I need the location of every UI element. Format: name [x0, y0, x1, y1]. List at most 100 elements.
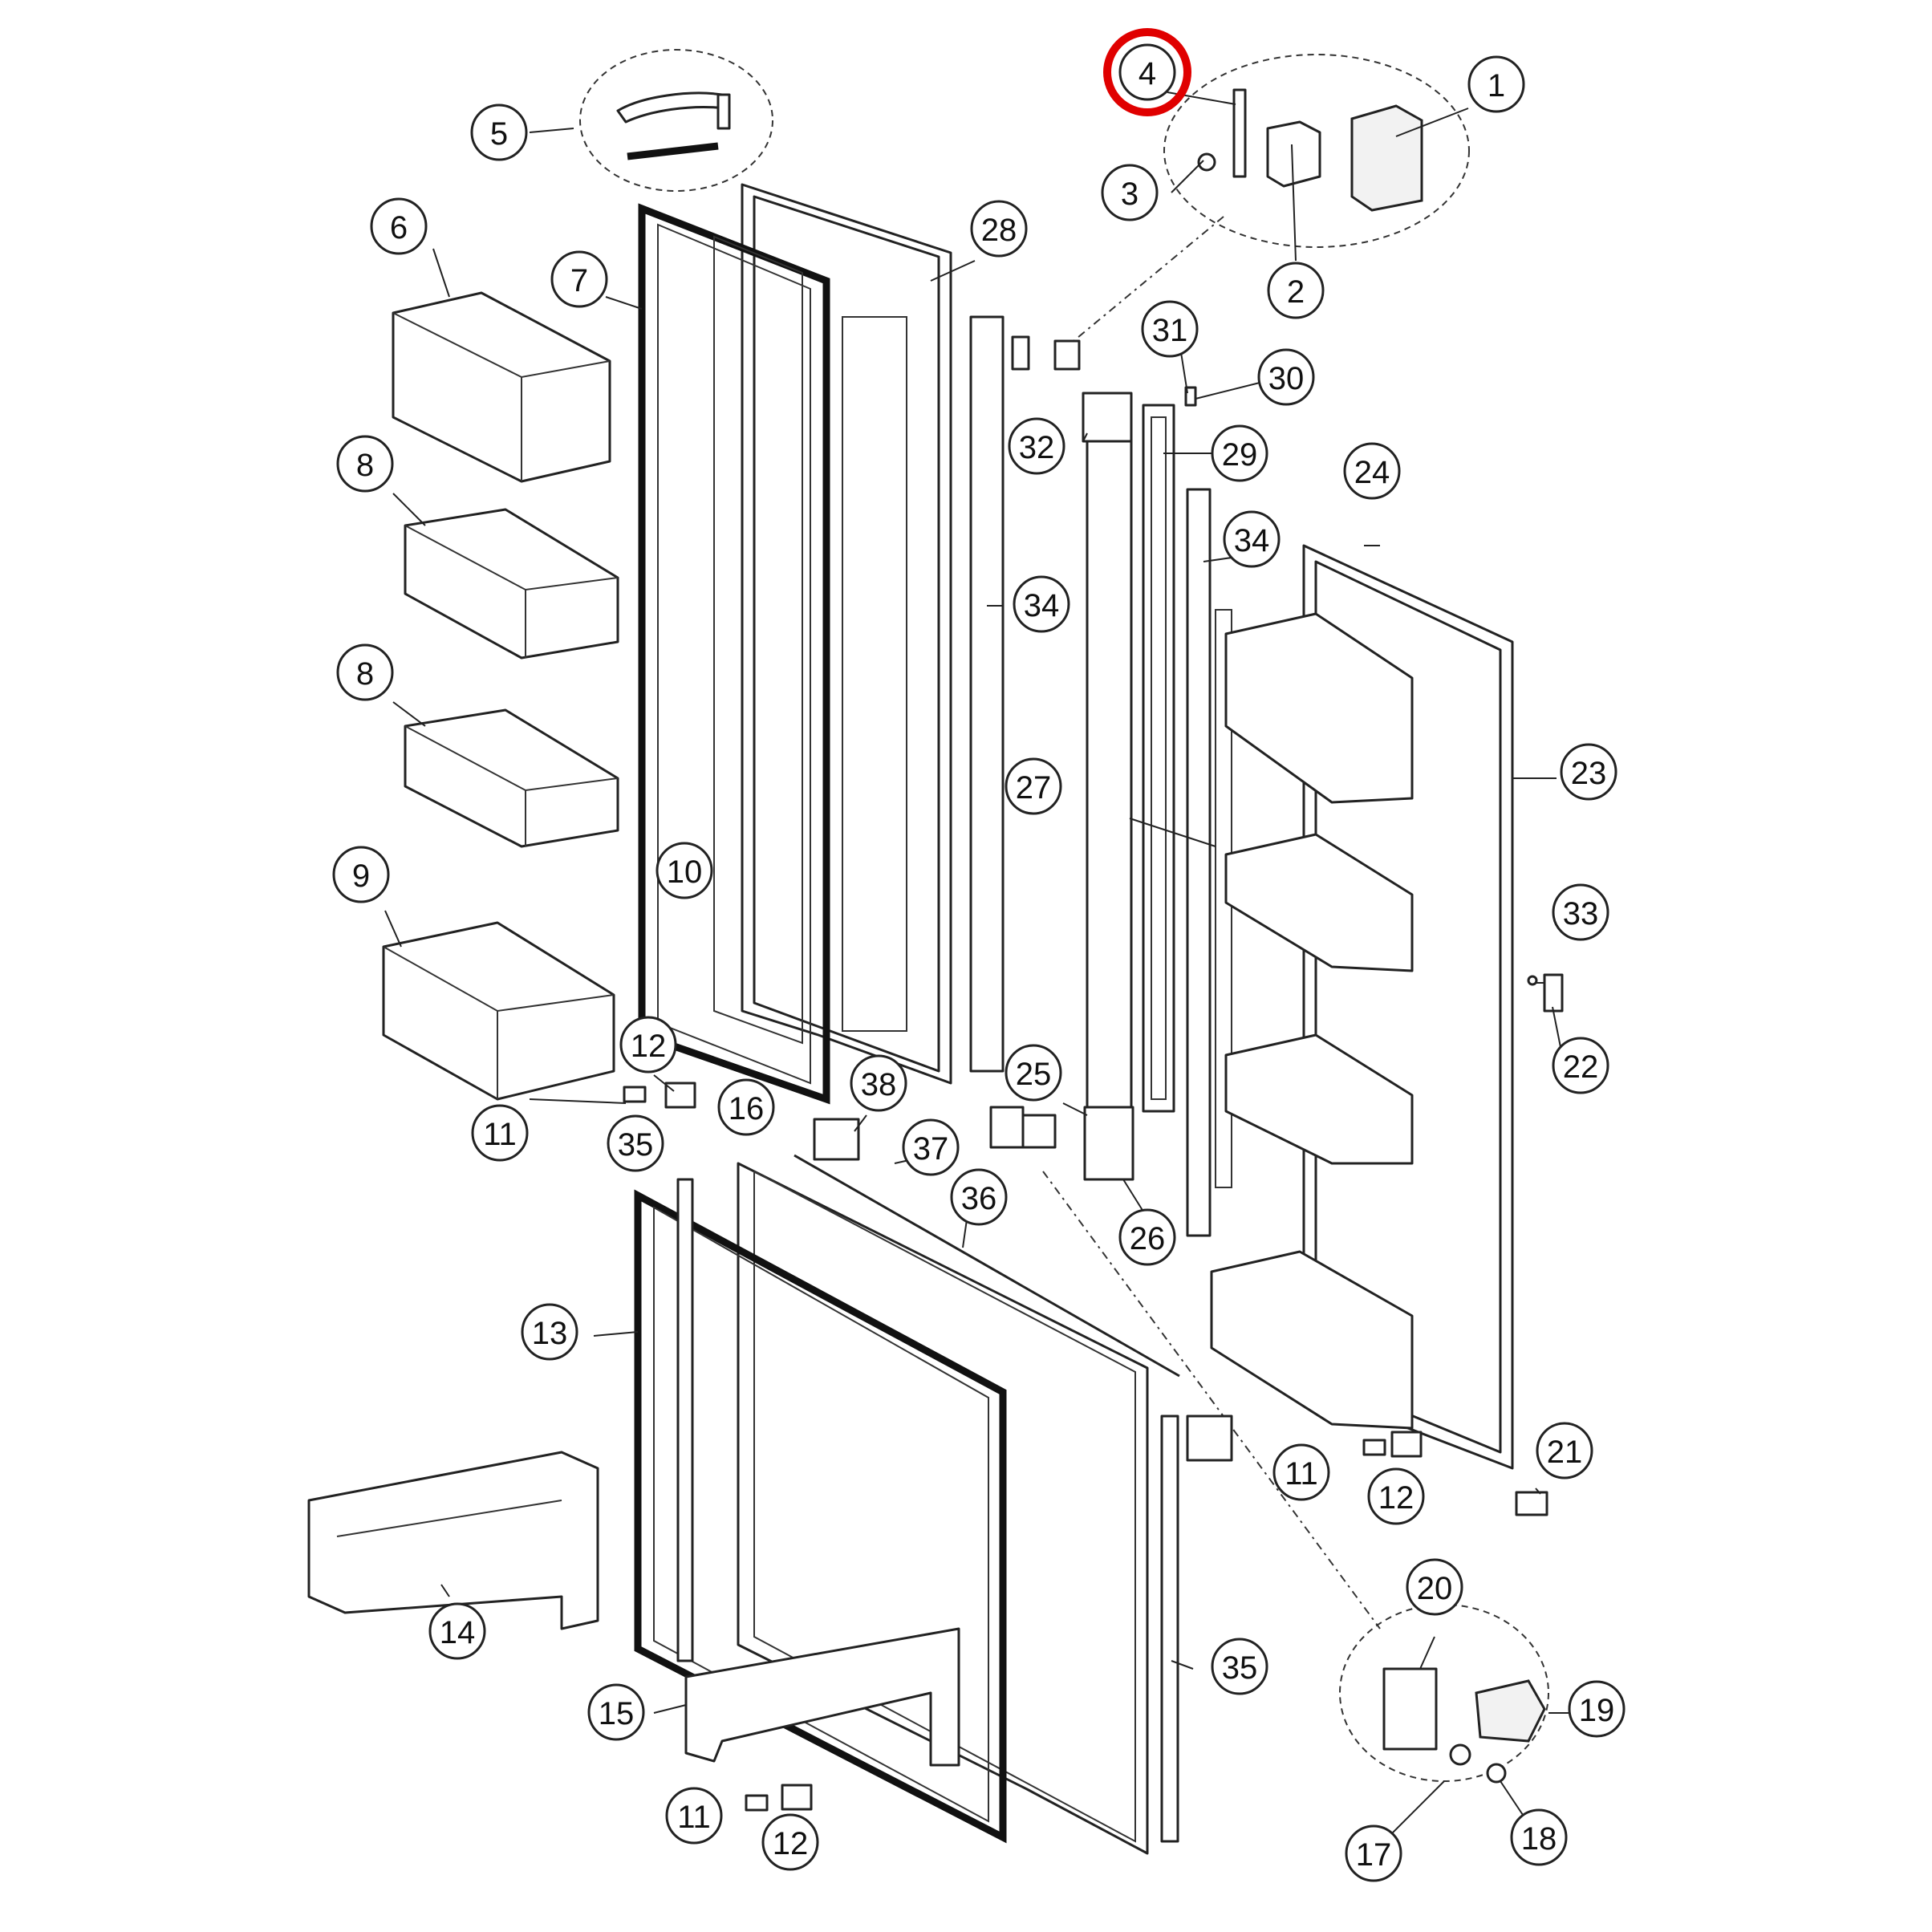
group-ring-hinge-top	[1163, 54, 1470, 248]
svg-text:19: 19	[1579, 1693, 1615, 1728]
svg-text:13: 13	[532, 1316, 568, 1351]
bracket-14	[307, 1451, 599, 1630]
svg-text:6: 6	[390, 210, 408, 246]
door-bin-9	[382, 921, 615, 1101]
svg-text:29: 29	[1222, 437, 1258, 473]
door-bin-6	[392, 291, 611, 483]
callout-2: 2	[1267, 262, 1325, 319]
svg-text:34: 34	[1234, 523, 1270, 558]
svg-text:26: 26	[1130, 1221, 1166, 1256]
svg-text:12: 12	[773, 1826, 809, 1861]
group-ring-door-handle	[579, 49, 773, 192]
callout-4: 4	[1118, 43, 1176, 101]
callout-30: 30	[1257, 348, 1315, 406]
callout-12b: 12	[1367, 1467, 1425, 1525]
callout-29: 29	[1211, 424, 1268, 482]
svg-text:37: 37	[913, 1131, 949, 1167]
callout-34a: 34	[1013, 575, 1070, 633]
door-bin-8b	[404, 708, 619, 848]
svg-text:35: 35	[1222, 1650, 1258, 1686]
callout-20: 20	[1406, 1558, 1463, 1616]
callout-34b: 34	[1223, 510, 1281, 568]
callout-31: 31	[1141, 300, 1199, 358]
callout-6: 6	[370, 197, 428, 255]
svg-text:12: 12	[631, 1029, 667, 1064]
callout-28: 28	[970, 200, 1028, 258]
right-door	[1210, 544, 1514, 1470]
callout-25: 25	[1005, 1044, 1062, 1102]
svg-text:24: 24	[1354, 455, 1390, 490]
svg-text:30: 30	[1268, 361, 1305, 396]
svg-text:1: 1	[1488, 68, 1505, 104]
callout-4-highlight	[1103, 28, 1191, 116]
svg-text:36: 36	[961, 1181, 997, 1216]
callout-12c: 12	[761, 1813, 819, 1871]
svg-text:2: 2	[1287, 274, 1305, 310]
small-hardware	[623, 335, 1564, 1812]
svg-text:11: 11	[677, 1800, 711, 1835]
svg-text:20: 20	[1417, 1571, 1453, 1606]
callout-3: 3	[1101, 164, 1159, 221]
callout-9: 9	[332, 846, 390, 903]
svg-text:17: 17	[1356, 1837, 1392, 1873]
svg-text:35: 35	[618, 1127, 654, 1163]
svg-text:31: 31	[1152, 313, 1188, 348]
callout-19: 19	[1568, 1680, 1626, 1738]
callout-36: 36	[950, 1168, 1008, 1226]
callout-14: 14	[428, 1602, 486, 1660]
svg-text:11: 11	[1285, 1456, 1318, 1492]
svg-text:12: 12	[1378, 1480, 1414, 1516]
svg-text:22: 22	[1563, 1049, 1599, 1085]
callout-11b: 11	[1272, 1443, 1330, 1501]
callout-32: 32	[1008, 417, 1065, 475]
upper-left-door	[638, 183, 1005, 1105]
callout-24: 24	[1343, 442, 1401, 500]
callout-11a: 11	[471, 1104, 529, 1162]
svg-text:4: 4	[1138, 56, 1156, 91]
svg-text:3: 3	[1121, 177, 1138, 212]
svg-text:5: 5	[490, 116, 508, 152]
door-bin-8a	[404, 508, 619, 660]
svg-text:28: 28	[981, 213, 1017, 248]
callout-18: 18	[1510, 1808, 1568, 1866]
svg-text:18: 18	[1521, 1821, 1557, 1857]
svg-text:14: 14	[440, 1615, 476, 1650]
callout-37: 37	[902, 1118, 960, 1176]
svg-text:8: 8	[356, 656, 374, 692]
callout-16: 16	[717, 1078, 775, 1136]
svg-text:21: 21	[1547, 1435, 1583, 1470]
callout-15: 15	[587, 1683, 645, 1741]
callout-33: 33	[1552, 883, 1609, 941]
callout-21: 21	[1536, 1422, 1593, 1479]
door-handle-part	[616, 91, 731, 160]
callout-22: 22	[1552, 1037, 1609, 1094]
svg-text:16: 16	[729, 1091, 765, 1126]
svg-text:11: 11	[483, 1117, 517, 1152]
callout-35a: 35	[607, 1114, 664, 1172]
top-hinge-parts	[1197, 88, 1423, 212]
callout-10: 10	[656, 842, 713, 899]
center-mullion	[1082, 392, 1212, 1237]
callout-35b: 35	[1211, 1638, 1268, 1695]
svg-text:38: 38	[861, 1067, 897, 1102]
callout-8b: 8	[336, 643, 394, 701]
svg-text:33: 33	[1563, 896, 1599, 932]
svg-text:8: 8	[356, 448, 374, 483]
svg-text:10: 10	[667, 854, 703, 890]
callout-1: 1	[1467, 55, 1525, 113]
svg-text:25: 25	[1016, 1057, 1052, 1092]
svg-text:7: 7	[570, 263, 588, 298]
svg-text:27: 27	[1016, 770, 1052, 806]
svg-text:34: 34	[1024, 588, 1060, 623]
svg-text:9: 9	[352, 858, 370, 894]
callout-7: 7	[550, 250, 608, 308]
callout-26: 26	[1118, 1208, 1176, 1266]
svg-text:32: 32	[1019, 430, 1055, 465]
svg-text:15: 15	[599, 1696, 635, 1731]
callout-23: 23	[1560, 743, 1617, 801]
callout-27: 27	[1005, 757, 1062, 815]
bracket-15	[684, 1627, 960, 1767]
callout-38: 38	[850, 1054, 907, 1112]
bottom-hinge-parts	[1382, 1667, 1546, 1784]
